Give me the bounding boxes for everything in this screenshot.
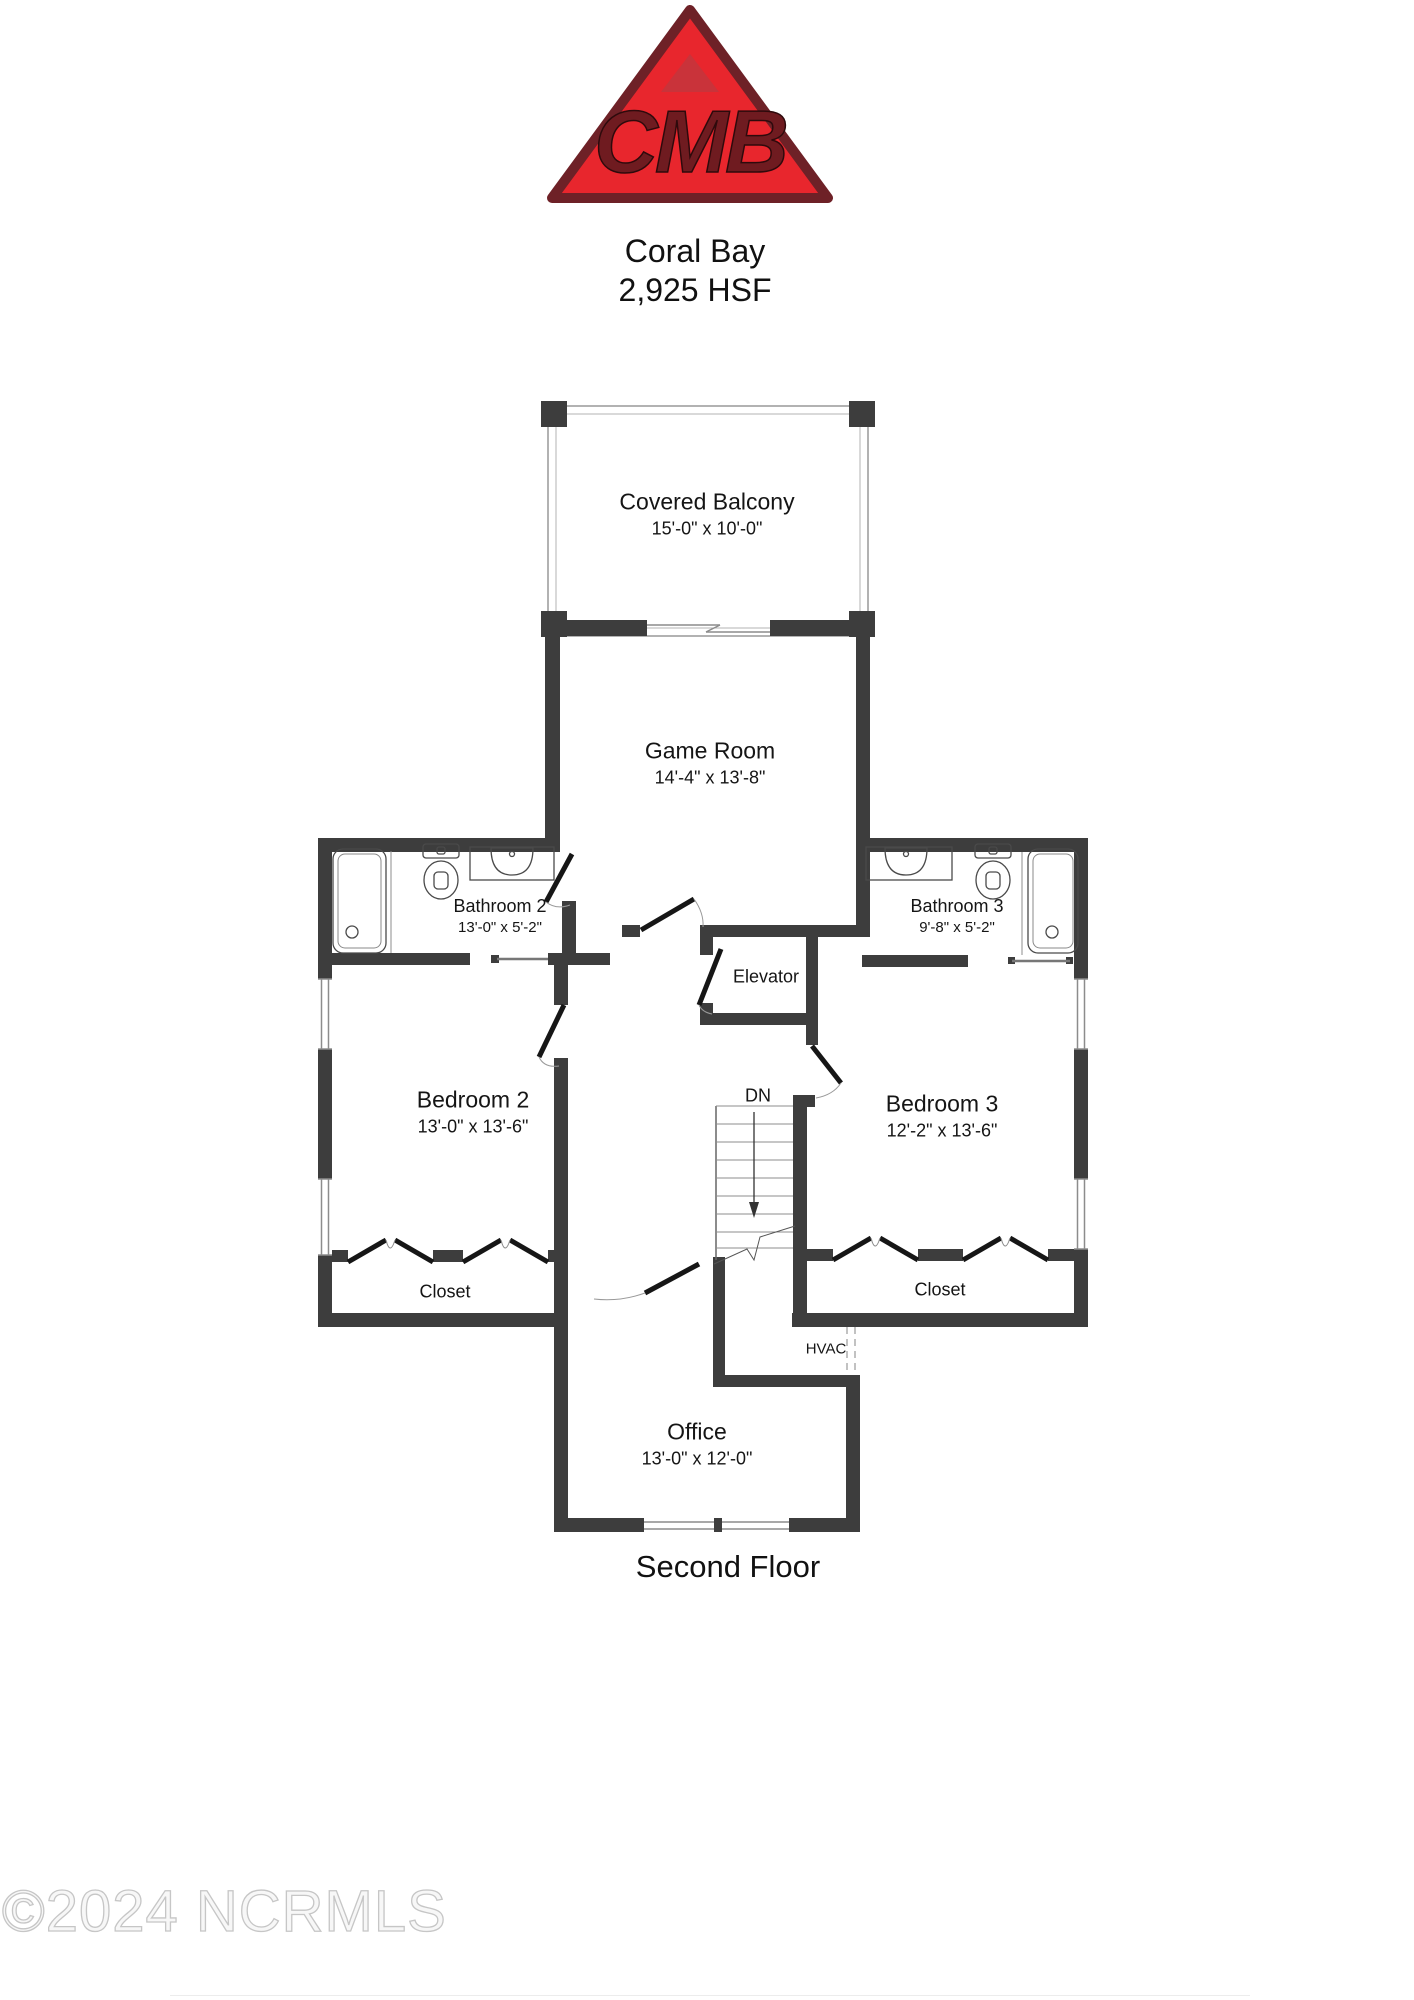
room-label-game-room: Game Room 14'-4" x 13'-8" (644, 737, 776, 788)
room-label-bathroom-3: Bathroom 3 9'-8" x 5'-2" (910, 896, 1004, 936)
bathroom2-door-leaf (543, 852, 575, 904)
hvac-dashed-lines (846, 1327, 856, 1375)
bathtub (1021, 848, 1079, 955)
bifold-doors (346, 1235, 1050, 1265)
door-swing-arcs (538, 898, 842, 1301)
elevator-door-leaf (696, 948, 724, 1006)
plan-name: Coral Bay (624, 233, 766, 269)
exterior-walls (318, 620, 1088, 1532)
stairs-down-label: DN (745, 1085, 771, 1106)
hall-door-leaf (639, 896, 696, 933)
doors (536, 852, 843, 1301)
sink-vanity (865, 846, 953, 881)
bathroom3-fixtures (865, 843, 1079, 955)
mls-watermark: ©2024 NCRMLS (1, 1878, 447, 1944)
page-bottom-divider (170, 1995, 1250, 1996)
toilet (422, 843, 460, 900)
office-door-leaf (643, 1261, 701, 1296)
room-label-bedroom-2: Bedroom 2 13'-0" x 13'-6" (416, 1086, 530, 1137)
windows (318, 624, 1088, 1530)
logo-triangle (547, 5, 833, 203)
logo-letters: CMB (594, 92, 786, 191)
room-label-closet-right: Closet (914, 1279, 966, 1300)
sink-vanity (469, 846, 555, 881)
floor-name-label: Second Floor (635, 1549, 821, 1584)
stairs (713, 1105, 796, 1265)
room-label-bathroom-2: Bathroom 2 13'-0" x 5'-2" (453, 896, 547, 936)
room-label-elevator: Elevator (732, 966, 800, 987)
bathroom2-fixtures (332, 843, 555, 954)
toilet (974, 843, 1012, 900)
plan-title: Coral Bay 2,925 HSF (619, 232, 772, 310)
room-label-hvac: HVAC (805, 1340, 847, 1358)
logo-triangle-apex-shade (661, 54, 719, 92)
plan-area: 2,925 HSF (618, 272, 772, 308)
room-label-office: Office 13'-0" x 12'-0" (641, 1418, 753, 1469)
bedroom2-door-leaf (536, 1003, 567, 1059)
balcony-railing (541, 401, 875, 637)
room-label-closet-left: Closet (419, 1281, 471, 1302)
builder-logo: CMB (547, 5, 833, 203)
stairs-break-line (713, 1225, 796, 1265)
bedroom3-door-leaf (810, 1044, 843, 1085)
room-label-covered-balcony: Covered Balcony 15'-0" x 10'-0" (619, 488, 795, 539)
room-label-bedroom-3: Bedroom 3 12'-2" x 13'-6" (885, 1090, 999, 1141)
bathtub (332, 848, 392, 954)
